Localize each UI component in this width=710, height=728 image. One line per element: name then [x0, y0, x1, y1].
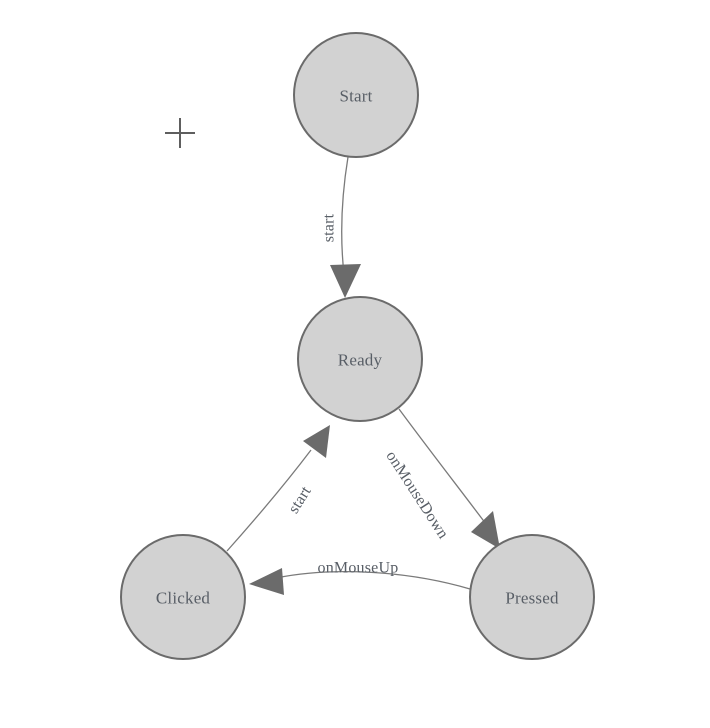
edge-label-clicked-to-ready: start: [285, 483, 315, 517]
node-pressed[interactable]: Pressed: [469, 534, 595, 660]
node-clicked[interactable]: Clicked: [120, 534, 246, 660]
node-start-circle: [293, 32, 419, 158]
node-ready[interactable]: Ready: [297, 296, 423, 422]
edge-path-pressed-to-clicked: [275, 570, 471, 590]
arrowhead-clicked-to-ready: [303, 425, 330, 458]
node-start[interactable]: Start: [293, 32, 419, 158]
node-start-label: Start: [339, 87, 372, 106]
edge-path-start-to-ready: [341, 156, 349, 275]
edge-label-ready-to-pressed: onMouseDown: [382, 448, 451, 542]
node-clicked-circle: [120, 534, 246, 660]
node-pressed-circle: [469, 534, 595, 660]
edge-path-ready-to-pressed: [398, 408, 490, 529]
edge-ready-to-pressed[interactable]: onMouseDown: [382, 408, 500, 549]
arrowhead-ready-to-pressed: [471, 511, 500, 549]
arrowhead-pressed-to-clicked: [249, 568, 284, 595]
edge-start-to-ready[interactable]: start: [321, 156, 362, 298]
edge-clicked-to-ready[interactable]: start: [226, 425, 330, 552]
edge-label-start-to-ready: start: [321, 213, 338, 242]
arrowhead-start-to-ready: [330, 264, 361, 298]
edge-pressed-to-clicked[interactable]: onMouseUp: [249, 560, 471, 596]
node-pressed-label: Pressed: [505, 589, 559, 608]
edge-path-clicked-to-ready: [226, 449, 312, 552]
edge-label-pressed-to-clicked: onMouseUp: [318, 560, 399, 577]
plus-marker-icon[interactable]: [165, 118, 195, 148]
node-ready-label: Ready: [338, 351, 383, 370]
node-ready-circle: [297, 296, 423, 422]
node-clicked-label: Clicked: [156, 589, 211, 608]
